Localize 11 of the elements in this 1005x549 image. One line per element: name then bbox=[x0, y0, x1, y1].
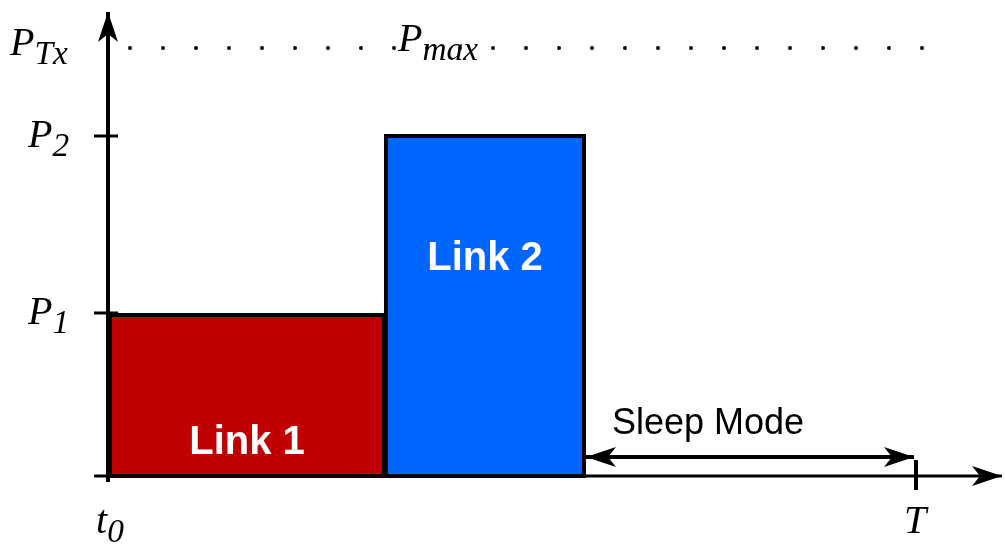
axis-label: P$_{Tx}$ bbox=[10, 22, 68, 70]
bar-label: Link 2 bbox=[427, 233, 543, 279]
bar-label: Link 1 bbox=[189, 418, 305, 463]
tick-label: P$_{1}$ bbox=[28, 291, 70, 339]
duration-label: Sleep Mode bbox=[612, 404, 805, 440]
power-bar bbox=[384, 134, 586, 478]
power-bar bbox=[108, 313, 386, 478]
level-label: P$_{max}$ bbox=[398, 18, 478, 66]
tick-label: T bbox=[904, 500, 927, 540]
tick-label: P$_{2}$ bbox=[28, 114, 70, 162]
tick-label: t$_{0}$ bbox=[96, 500, 124, 548]
